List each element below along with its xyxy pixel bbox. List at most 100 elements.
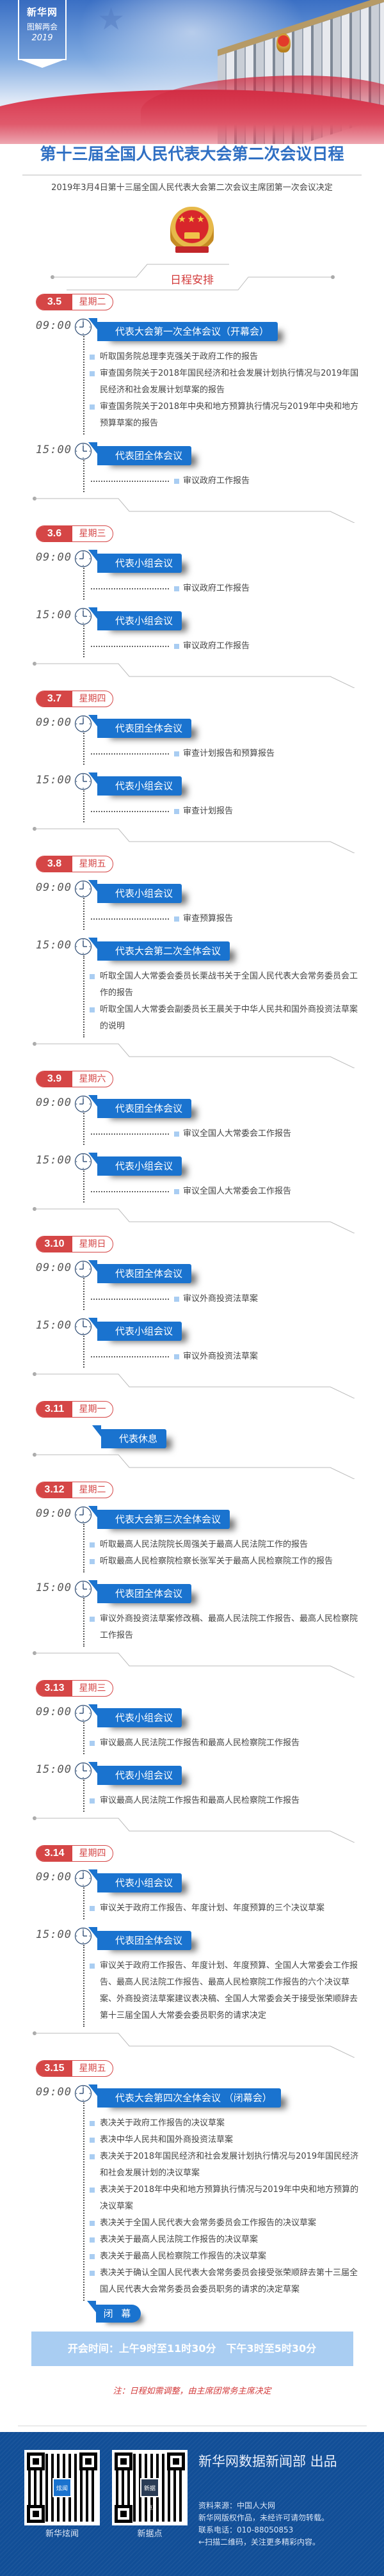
- session-items: 审议关于政府工作报告、年度计划、年度预算的三个决议草案: [83, 1887, 384, 1919]
- dotted-leader: [91, 1356, 169, 1357]
- weekday-label: 星期五: [79, 859, 106, 869]
- badge-line-2: 图解两会: [26, 22, 58, 31]
- session-time: 15:00: [35, 444, 72, 456]
- weekday-label: 星期五: [79, 2063, 106, 2074]
- session-header: 09:00 代表大会第一次全体会议（开幕会）: [0, 318, 384, 341]
- agenda-item-text: 听取最高人民检察院检察长张军关于最高人民检察院工作的报告: [100, 1556, 333, 1566]
- weekday-label: 星期六: [79, 1074, 106, 1084]
- xinhua-badge: 新华网 图解两会 2019: [18, 0, 67, 68]
- meeting-tag: 代表大会第一次全体会议（开幕会）: [88, 318, 278, 341]
- session-time: 15:00: [35, 609, 72, 621]
- date-label: 3.5: [36, 294, 72, 310]
- agenda-item: 听取国务院总理李克强关于政府工作的报告: [83, 349, 384, 365]
- timeline-dotted-line: [83, 1598, 84, 1647]
- session-items: 审议外商投资法草案: [83, 1336, 384, 1368]
- bullet-square-icon: [90, 1964, 95, 1969]
- qr-code-xinjudian[interactable]: 新据点 新据点: [112, 2450, 188, 2539]
- clock-icon: [74, 938, 92, 956]
- qr-finder: [27, 2505, 45, 2523]
- timeline-dotted-line: [83, 2102, 84, 2301]
- weekday-label: 星期三: [79, 529, 106, 539]
- agenda-item-text: 听取最高人民法院院长周强关于最高人民法院工作的报告: [100, 1540, 308, 1549]
- clock-icon: [74, 2084, 92, 2102]
- agenda-item: 审议外商投资法草案: [83, 1291, 384, 1308]
- timeline-dotted-line: [83, 1278, 84, 1310]
- day-divider: [0, 2031, 384, 2058]
- bullet-square-icon: [90, 2237, 95, 2243]
- meeting-tag: 代表小组会议: [88, 1318, 182, 1341]
- agenda-item-text: 表决关于最高人民法院工作报告的决议草案: [100, 2235, 259, 2244]
- agenda-item: 审议政府工作报告: [83, 638, 384, 655]
- qr-finder: [27, 2452, 45, 2470]
- date-label: 3.10: [36, 1236, 72, 1252]
- session-time: 15:00: [35, 1154, 72, 1167]
- date-label: 3.7: [36, 691, 72, 707]
- qr-caption: 新华炫闻: [45, 2529, 79, 2539]
- day-divider: [0, 661, 384, 688]
- date-label: 3.9: [36, 1071, 72, 1087]
- xinjudian-logo-icon: 新据点: [140, 2478, 159, 2511]
- agenda-item-text: 审议全国人大常委会工作报告: [183, 1187, 292, 1196]
- national-emblem-icon: ★★★: [170, 207, 214, 254]
- session-time: 15:00: [35, 774, 72, 787]
- copyright-line: 新华网版权作品，未经许可请勿转载。: [198, 2513, 330, 2522]
- agenda-item: 听取最高人民法院院长周强关于最高人民法院工作的报告: [83, 1537, 384, 1553]
- bullet-square-icon: [90, 404, 95, 410]
- clock-icon: [74, 1506, 92, 1524]
- weekday-label: 星期三: [79, 1683, 106, 1693]
- bullet-square-icon: [90, 371, 95, 376]
- agenda-item-text: 听取全国人大常委会副委员长王晨关于中华人民共和国外商投资法草案的说明: [100, 1005, 358, 1031]
- date-badge: 3.15 星期五: [36, 2060, 113, 2077]
- star-icon: ★: [97, 1, 125, 37]
- session-time: 09:00: [35, 1507, 72, 1520]
- timeline-dotted-line: [83, 1887, 84, 1919]
- dotted-leader: [91, 918, 169, 920]
- session-time: 09:00: [35, 319, 72, 332]
- session-items: 审查计划报告和预算报告: [83, 733, 384, 765]
- schedule-heading: 日程安排: [0, 263, 384, 294]
- session-time: 09:00: [35, 2086, 72, 2099]
- session-time: 15:00: [35, 1763, 72, 1776]
- agenda-item: 审查国务院关于2018年中央和地方预算执行情况与2019年中央和地方预算草案的报…: [83, 399, 384, 432]
- clock-icon: [74, 1318, 92, 1336]
- agenda-item-text: 表决关于全国人民代表大会常务委员会工作报告的决议草案: [100, 2218, 317, 2228]
- date-label: 3.11: [36, 1402, 72, 1417]
- date-label: 3.8: [36, 856, 72, 872]
- timeline-dotted-line: [83, 1171, 84, 1203]
- agenda-item: 表决关于2018年中央和地方预算执行情况与2019年中央和地方预算的决议草案: [83, 2182, 384, 2215]
- qr-code-xinhua-xuanwen[interactable]: 炫闻 新华炫闻: [24, 2450, 100, 2539]
- header-banner: ★ 新华网 图解两会 2019: [0, 0, 384, 144]
- source-line: 资料来源：中国人大网: [198, 2501, 276, 2510]
- session-time: 09:00: [35, 1261, 72, 1274]
- timeline-dotted-line: [83, 1524, 84, 1572]
- bullet-square-icon: [90, 1617, 95, 1622]
- agenda-item: 审议关于政府工作报告、年度计划、年度预算、全国人大常委会工作报告、最高人民法院工…: [83, 1958, 384, 2024]
- agenda-item-text: 审议政府工作报告: [183, 584, 250, 593]
- bullet-square-icon: [90, 2188, 95, 2193]
- session-items: 审议最高人民法院工作报告和最高人民检察院工作报告: [83, 1722, 384, 1754]
- date-label: 3.15: [36, 2061, 72, 2076]
- footer-info: 资料来源：中国人大网 新华网版权作品，未经许可请勿转载。 联系电话：010-88…: [198, 2500, 329, 2548]
- agenda-item: 表决关于2018年国民经济和社会发展计划执行情况与2019年国民经济和社会发展计…: [83, 2148, 384, 2182]
- bullet-square-icon: [174, 586, 179, 591]
- dotted-leader: [91, 481, 169, 482]
